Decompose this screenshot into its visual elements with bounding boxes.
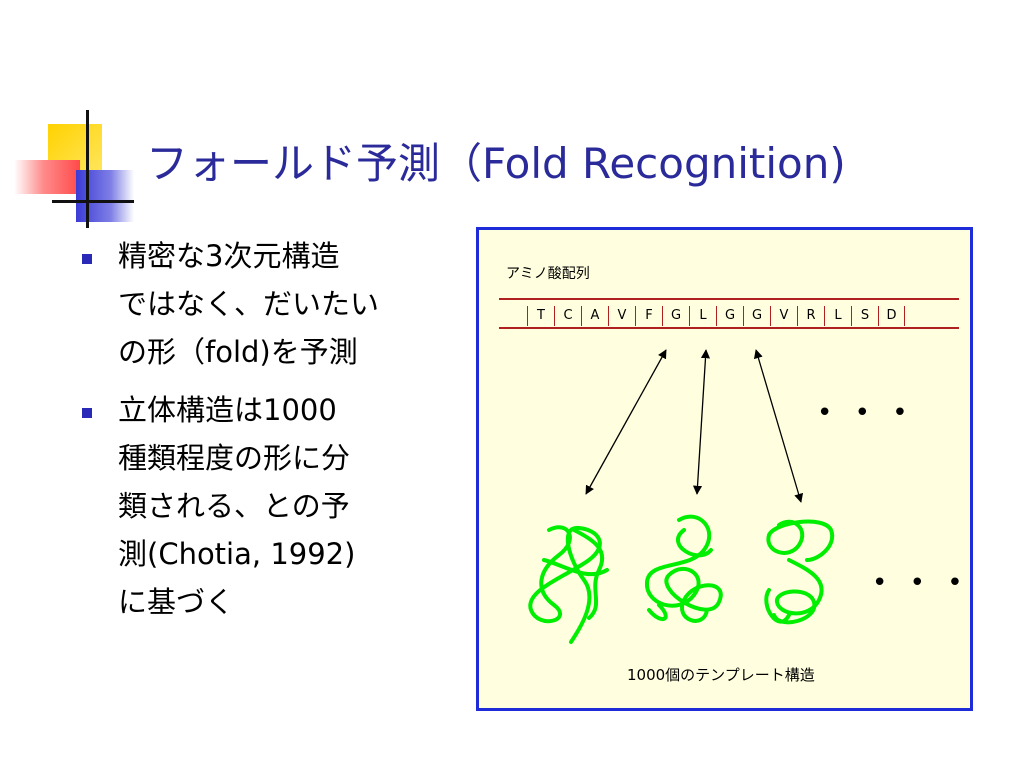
template-structure-squiggle xyxy=(644,514,723,623)
amino-acid-cell: L xyxy=(824,306,851,326)
bullet-item: 精密な3次元構造 ではなく、だいたい の形（fold)を予測 xyxy=(80,232,440,376)
bullet-line: 種類程度の形に分 xyxy=(118,441,351,475)
template-structure-squiggle xyxy=(528,525,609,644)
bullet-list: 精密な3次元構造 ではなく、だいたい の形（fold)を予測 立体構造は1000… xyxy=(80,232,440,636)
amino-acid-cell: S xyxy=(851,306,878,326)
alignment-arrow xyxy=(753,349,804,503)
bullet-square-icon xyxy=(82,408,92,418)
amino-acid-cell: G xyxy=(662,306,689,326)
bullet-line: 測(Chotia, 1992) xyxy=(118,537,356,571)
bullet-line: ではなく、だいたい xyxy=(118,287,380,321)
amino-acid-cell: V xyxy=(770,306,797,326)
bullet-square-icon xyxy=(82,254,92,264)
fold-recognition-figure: アミノ酸配列 T C A V F G L G G V R L S D • • •… xyxy=(476,227,973,711)
amino-acid-cell: T xyxy=(527,306,554,326)
amino-acid-cell: R xyxy=(797,306,824,326)
amino-acid-cell: L xyxy=(689,306,716,326)
alignment-arrow xyxy=(692,349,711,495)
bullet-item: 立体構造は1000 種類程度の形に分 類される、との予 測(Chotia, 19… xyxy=(80,386,440,626)
amino-acid-sequence: T C A V F G L G G V R L S D xyxy=(527,306,905,326)
amino-acid-cell: D xyxy=(878,306,905,326)
slide-title: フォールド予測（Fold Recognition) xyxy=(146,139,846,188)
decorative-horizontal-line xyxy=(52,200,134,203)
template-structures-label: 1000個のテンプレート構造 xyxy=(627,666,815,684)
bullet-line: に基づく xyxy=(118,585,235,619)
amino-acid-cell: F xyxy=(635,306,662,326)
template-structure-squiggle xyxy=(764,519,835,625)
bullet-line: の形（fold)を予測 xyxy=(118,335,358,369)
decorative-vertical-line xyxy=(86,110,89,228)
amino-acid-sequence-label: アミノ酸配列 xyxy=(506,266,590,282)
bullet-line: 類される、との予 xyxy=(118,489,350,523)
amino-acid-cell: G xyxy=(743,306,770,326)
decorative-red-bar xyxy=(14,160,80,194)
alignment-arrow xyxy=(585,349,667,495)
amino-acid-cell: G xyxy=(716,306,743,326)
amino-acid-cell: A xyxy=(581,306,608,326)
bullet-line: 立体構造は1000 xyxy=(118,393,337,427)
amino-acid-cell: C xyxy=(554,306,581,326)
ellipsis-top: • • • xyxy=(817,398,915,428)
bullet-line: 精密な3次元構造 xyxy=(118,239,340,273)
figure-drawing xyxy=(499,298,959,644)
amino-acid-cell: V xyxy=(608,306,635,326)
ellipsis-bottom: • • • xyxy=(872,568,970,598)
decorative-blue-square xyxy=(76,170,134,222)
